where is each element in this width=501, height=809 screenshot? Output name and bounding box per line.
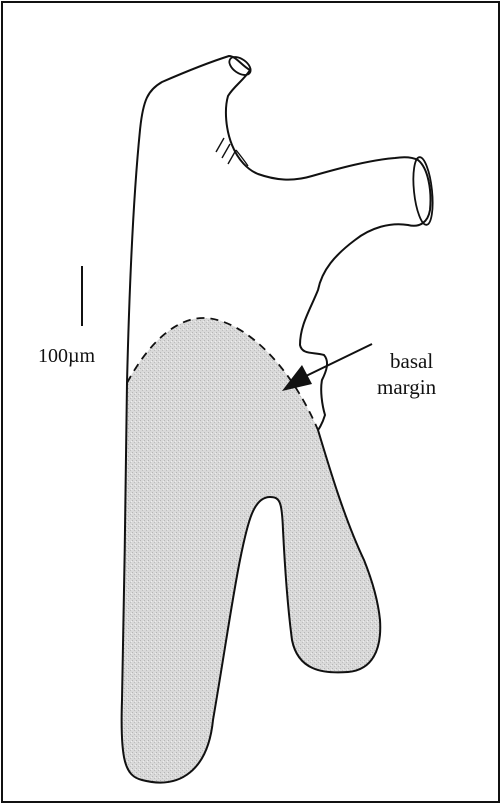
annotation-arrow-shaft [306,344,372,376]
scale-bar-label: 100µm [38,345,96,367]
annotation-label-line1: basal [390,349,433,373]
annotation-label-line2: margin [377,375,437,399]
shaded-basal-region [122,318,381,783]
